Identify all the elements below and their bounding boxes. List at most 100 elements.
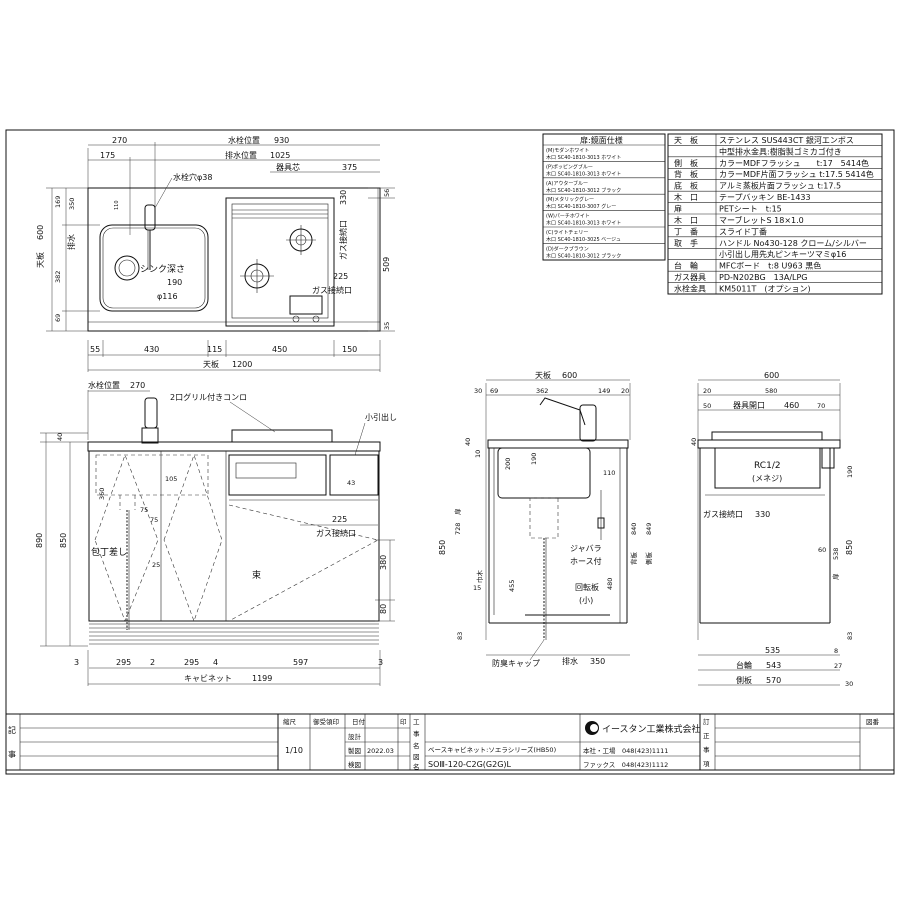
spec-label: 扉 — [674, 204, 682, 214]
dim-330-right: 330 — [755, 510, 770, 519]
hose-label: ホース付 — [570, 556, 602, 566]
spec-label: 側 板 — [674, 158, 698, 168]
drain-side-label: 排水 — [562, 656, 578, 666]
tb-company: イースタン工業株式会社 — [602, 723, 701, 735]
right-end-view: 600 20 580 50 器具開口 460 70 RC1/2 (メネジ) ガス… — [690, 371, 854, 688]
dim-15-side: 15 — [473, 584, 481, 592]
door-spec-sub: 木口 SC40-1810-3013 ホワイト — [546, 220, 621, 227]
spec-value: 小引出し用先丸ピンキーツマミφ16 — [719, 249, 846, 259]
dim-600-left: 600 — [36, 225, 45, 240]
spec-label: 天 板 — [674, 135, 698, 145]
countertop-right — [697, 439, 841, 449]
odor-trap-label: 防臭キャップ — [492, 658, 540, 668]
tb-zumei: 名 — [413, 762, 420, 771]
dim-50-right: 50 — [703, 402, 711, 410]
dim-75a: 75 — [140, 506, 148, 514]
burner-center-label: 器具芯 — [276, 162, 300, 172]
tb-kou2: 項 — [703, 760, 710, 768]
top-depth-label: 天板 — [35, 252, 45, 268]
dim-455: 455 — [508, 580, 516, 592]
dim-350: 350 — [68, 198, 76, 210]
dim-580: 580 — [765, 387, 777, 395]
small-drawer-front — [329, 454, 379, 496]
tb-seal: 印 — [400, 718, 407, 726]
sink-bowl — [99, 224, 209, 312]
dim-b-115: 115 — [207, 345, 222, 354]
spec-label: 丁 番 — [674, 226, 698, 236]
sheet-border — [5, 129, 895, 775]
dim-535: 535 — [765, 646, 780, 655]
spec-value: MFCボード t:8 U963 黒色 — [719, 261, 821, 271]
countertop-side — [487, 439, 629, 449]
spec-value: ステンレス SUS443CT 銀河エンボス — [719, 135, 854, 145]
tb-ji2: 事 — [703, 745, 710, 754]
tb-scale-val: 1/10 — [285, 746, 303, 755]
dim-149: 149 — [598, 387, 610, 395]
dim-83-side: 83 — [456, 632, 464, 640]
male-thread-label: (メネジ) — [752, 474, 782, 483]
dim-330-top: 330 — [339, 190, 348, 205]
turntable-size: (小) — [579, 596, 593, 605]
dim-175: 175 — [100, 151, 115, 160]
door-spec-name: (M)モダンホワイト — [546, 147, 589, 154]
small-drawer-label: 小引出し — [365, 412, 397, 422]
tb-date-label: 日付 — [352, 717, 366, 726]
spec-value: テープバッキン BE-1433 — [719, 193, 811, 202]
spec-value: カラーMDF片面フラッシュ t:17.5 5414色 — [719, 169, 874, 179]
dim-190-right: 190 — [846, 466, 854, 478]
faucet-pos-front-val: 270 — [130, 381, 145, 390]
dim-538: 538 — [832, 548, 840, 560]
tb-jikou: 事 — [413, 729, 420, 738]
drain-pos-val: 1025 — [270, 151, 290, 160]
dim-b-2: 2 — [150, 658, 155, 667]
door-spec-header: 扉:鏡面仕様 — [580, 135, 623, 145]
tb-scale-label: 縮尺 — [283, 717, 297, 726]
faucet-front — [144, 397, 158, 429]
door-right-label: 扉 — [831, 573, 840, 580]
dim-360: 360 — [98, 488, 106, 500]
dim-60-right: 60 — [818, 546, 826, 554]
back-panel-label: 背板 — [629, 552, 638, 566]
side-panel-label: 側板 — [644, 552, 653, 566]
side-right-val: 570 — [766, 676, 781, 685]
dim-10-side: 10 — [474, 450, 482, 458]
side-right-label: 側板 — [736, 675, 752, 685]
side-top-val: 600 — [562, 371, 577, 380]
dim-56: 56 — [383, 189, 391, 197]
stove-outline — [225, 197, 335, 327]
spec-label: 台 輪 — [674, 261, 698, 271]
dim-b-450: 450 — [272, 345, 287, 354]
dim-75b: 75 — [150, 516, 158, 524]
tb-project: ベースキャビネット:ソエラシリーズ(HB50) — [428, 745, 556, 754]
faucet-top — [144, 204, 156, 231]
tb-sei: 正 — [703, 732, 710, 740]
spec-label: 底 板 — [674, 181, 698, 191]
dim-b-4: 4 — [213, 658, 218, 667]
dim-849: 849 — [645, 523, 653, 535]
spec-label: 水栓金具 — [674, 284, 706, 294]
total-width-val: 1200 — [232, 360, 252, 369]
sink-depth-val: 190 — [167, 278, 182, 287]
opening-label: 器具開口 — [733, 401, 765, 410]
stove-label: 2口グリル付きコンロ — [170, 392, 247, 402]
spec-value: 中型排水金具:樹脂製ゴミカゴ付き — [719, 146, 842, 156]
dim-30-side: 30 — [474, 387, 482, 395]
dim-110-side: 110 — [603, 469, 615, 477]
tb-zuban: 図番 — [866, 718, 880, 726]
dim-890: 890 — [35, 533, 44, 548]
tb-hq: 本社・工場 048(423)1111 — [583, 746, 668, 755]
dim-27-right: 27 — [834, 662, 842, 670]
spec-value: ハンドル No430-128 クローム/シルバー — [719, 239, 867, 248]
door-spec-name: (D)ダークブラウン — [546, 245, 589, 252]
spec-label: 木 口 — [674, 192, 698, 202]
tb-ki: 記 — [8, 725, 16, 735]
stove-front — [231, 429, 333, 443]
rc-label: RC1/2 — [754, 461, 781, 471]
faucet-pos-val: 930 — [274, 136, 289, 145]
dim-b-3a: 3 — [74, 658, 79, 667]
drain-side-label: 排水 — [66, 234, 76, 250]
tb-ji: 事 — [8, 749, 16, 759]
grill-front — [228, 454, 327, 496]
